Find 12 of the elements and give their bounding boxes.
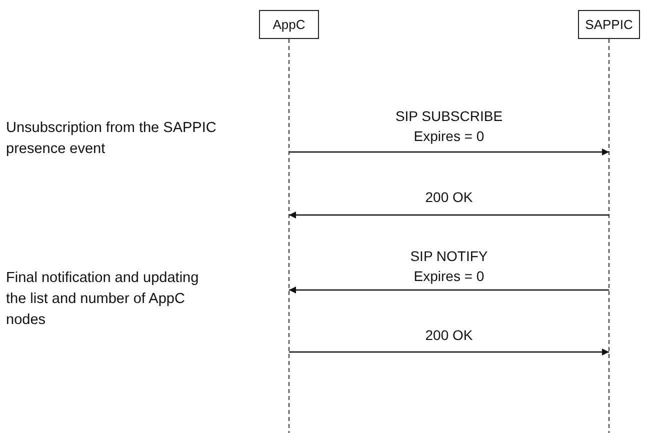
message-arrow <box>289 286 609 294</box>
message-label: 200 OK <box>424 188 474 207</box>
participant-box: AppC <box>259 10 319 39</box>
message-arrow <box>289 212 609 218</box>
message-arrow <box>289 348 609 356</box>
message-label: 200 OK <box>424 326 474 345</box>
step-note: Final notification and updating the list and number of AppC nodes <box>6 269 200 330</box>
message-label: SIP SUBSCRIBE Expires = 0 <box>394 107 504 146</box>
step-note: Unsubscription from the SAPPIC presence event <box>6 119 218 159</box>
message-label: SIP NOTIFY Expires = 0 <box>409 247 489 286</box>
message-arrow <box>289 148 609 156</box>
participant-box: SAPPIC <box>578 10 640 39</box>
